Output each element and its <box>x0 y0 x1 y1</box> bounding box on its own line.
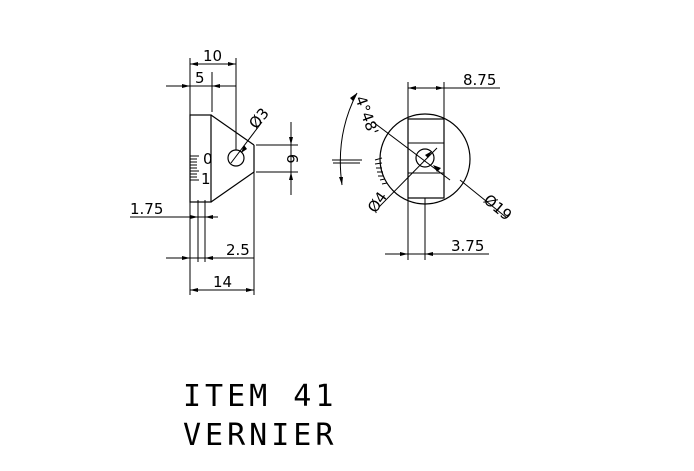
hole-4 <box>415 148 435 168</box>
angle-label: 4°48' <box>351 93 382 137</box>
angle-ticks <box>332 157 388 185</box>
side-view: 10 5 Ø3 6 0 1 1.75 2.5 14 <box>130 47 301 295</box>
dim-10-label: 10 <box>203 47 222 65</box>
leader-dia19 <box>459 179 508 219</box>
dim-14-label: 14 <box>213 273 232 291</box>
dim-dia3-label: Ø3 <box>245 104 273 132</box>
angle-arc <box>339 92 358 186</box>
dim-dia4-label: Ø4 <box>364 188 391 216</box>
vernier-scale-marks <box>190 155 199 181</box>
boss-top-edge <box>210 114 255 146</box>
dim-875-label: 8.75 <box>463 71 496 89</box>
front-view: 8.75 4°48' Ø4 Ø19 3.75 <box>332 71 515 260</box>
title-line-1: ITEM 41 <box>183 379 338 414</box>
hole-3 <box>227 149 245 167</box>
scale-1-label: 1 <box>201 170 211 188</box>
leader-dia4 <box>378 147 438 208</box>
dim-5-label: 5 <box>195 69 205 87</box>
outer-circle-19 <box>379 113 471 205</box>
leader-dia3 <box>230 121 263 164</box>
leader-angle <box>372 121 451 181</box>
dim-175-label: 1.75 <box>130 200 163 218</box>
dim-25-label: 2.5 <box>226 241 250 259</box>
title-line-2: VERNIER <box>183 418 338 453</box>
dim-dia19-label: Ø19 <box>480 191 515 225</box>
dim-6-label: 6 <box>283 154 301 164</box>
dim-375-label: 3.75 <box>451 237 484 255</box>
scale-0-label: 0 <box>203 150 213 168</box>
boss-bottom-edge <box>210 171 255 203</box>
